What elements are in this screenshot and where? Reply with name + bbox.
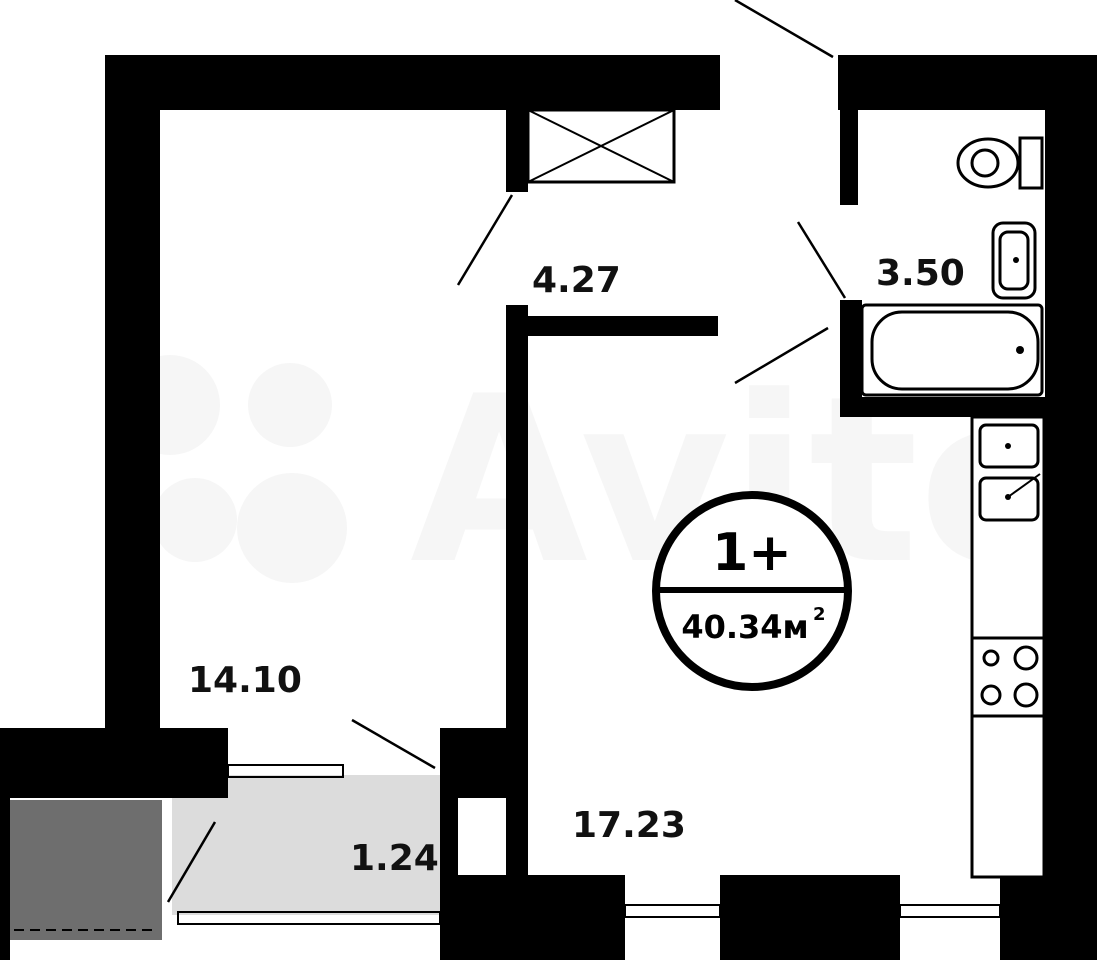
walls	[0, 55, 1097, 960]
wall-hall-horizontal	[506, 316, 718, 336]
wall-mid-vertical	[506, 305, 528, 960]
wall-bath-bottom	[840, 397, 1097, 417]
wall-bath-left	[840, 300, 862, 415]
room-area-balcony: 1.24	[350, 838, 439, 879]
balcony-floor	[172, 775, 442, 915]
wall-balcony-right	[440, 775, 458, 960]
wall-top-left	[105, 55, 720, 110]
ventilation-shaft	[526, 108, 676, 184]
wall-left	[105, 55, 160, 735]
wall-right	[1045, 55, 1097, 960]
toilet	[956, 136, 1044, 190]
wall-bottom-1	[440, 875, 625, 960]
bathtub	[860, 303, 1044, 397]
room-area-kitchen-living: 17.23	[572, 805, 686, 846]
wall-mid-top	[506, 110, 528, 192]
wall-bath-upper	[840, 110, 858, 205]
apartment-badge: 1+ 40.34м 2	[652, 491, 852, 691]
wall-balcony-top-left	[0, 728, 228, 798]
badge-area-exponent: 2	[813, 604, 826, 625]
wall-outer-left	[0, 790, 10, 960]
badge-total-area: 40.34м	[681, 608, 808, 646]
bathroom-sink	[991, 221, 1037, 300]
wall-bottom-3	[1000, 875, 1097, 960]
room-area-bathroom: 3.50	[876, 253, 965, 294]
wall-bottom-2	[720, 875, 900, 960]
room-area-hallway: 4.27	[532, 260, 621, 301]
doors	[166, 0, 847, 903]
outer-balcony-floor	[10, 800, 162, 940]
badge-room-count: 1+	[712, 523, 792, 583]
room-area-bedroom: 14.10	[188, 660, 302, 701]
kitchen-counter	[970, 415, 1046, 879]
windows	[14, 764, 1001, 931]
